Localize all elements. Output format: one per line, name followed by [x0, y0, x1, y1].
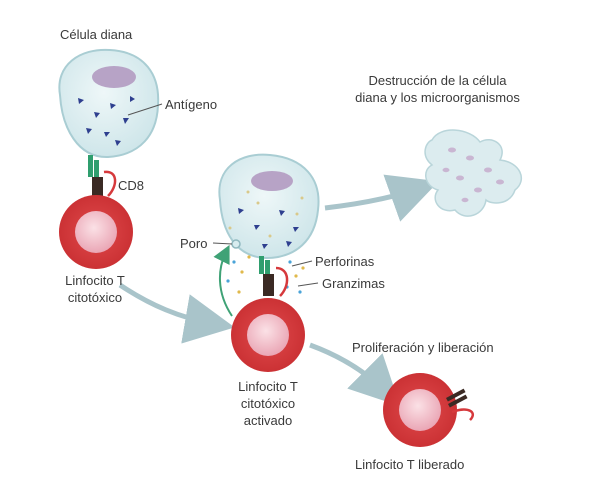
t-cell-left	[59, 195, 133, 269]
target-cell-left	[58, 48, 160, 159]
label-target-cell: Célula diana	[60, 27, 133, 42]
label-pore: Poro	[180, 236, 208, 251]
pore	[231, 239, 241, 249]
label-antigen: Antígeno	[165, 97, 218, 112]
label-cd8: CD8	[118, 178, 145, 193]
label-tcell-activated: Linfocito T citotóxico activado	[208, 378, 328, 429]
label-activated-line3: activado	[243, 413, 293, 428]
label-proliferation: Proliferación y liberación	[352, 340, 494, 355]
t-cell-activated	[231, 298, 305, 372]
arrow-to-destruction	[324, 174, 439, 222]
label-tcell-left-line2: citotóxico	[67, 290, 123, 305]
granzymes-pointer	[297, 282, 319, 287]
antigen-pointer	[127, 103, 163, 116]
arrow-to-released	[309, 342, 401, 407]
destroyed-cell	[424, 129, 522, 217]
pore-pointer	[212, 242, 233, 245]
label-activated-line2: citotóxico	[240, 396, 296, 411]
label-destruction-line2: diana y los microorganismos	[355, 90, 520, 105]
label-tcell-left: Linfocito T citotóxico	[40, 272, 150, 306]
antigen-markers	[78, 96, 135, 146]
nucleus	[92, 66, 136, 88]
arrow-to-activated	[118, 282, 235, 344]
label-tcell-left-line1: Linfocito T	[65, 273, 125, 288]
label-granzymes: Granzimas	[322, 276, 385, 291]
label-perforins: Perforinas	[315, 254, 375, 269]
cd8-receptor	[88, 155, 117, 199]
t-cell-released	[383, 373, 475, 447]
green-arrow	[213, 244, 233, 317]
target-cell-center	[218, 153, 320, 260]
label-activated-line1: Linfocito T	[238, 379, 298, 394]
label-destruction: Destrucción de la célula diana y los mic…	[330, 72, 545, 106]
perforins-pointer	[291, 260, 313, 267]
label-tcell-released: Linfocito T liberado	[355, 457, 465, 472]
label-destruction-line1: Destrucción de la célula	[368, 73, 507, 88]
center-receptor	[259, 256, 289, 297]
